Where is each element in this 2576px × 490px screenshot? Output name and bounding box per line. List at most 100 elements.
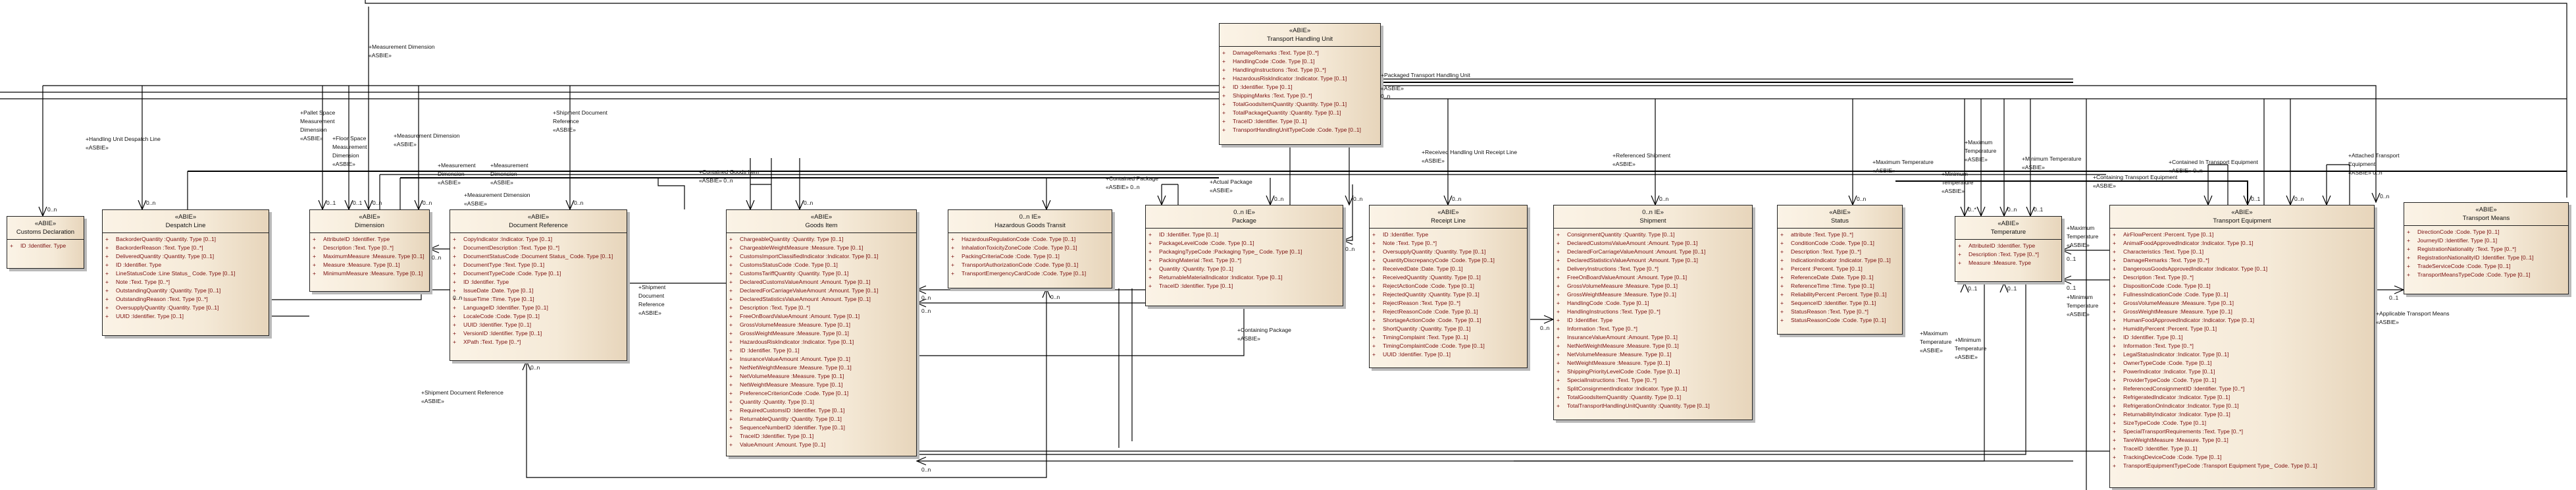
attribute-row: +DeclaredCustomsValueAmount :Amount. Typ… — [1557, 239, 1749, 248]
attribute-list: +CopyIndicator :Indicator. Type [0..1]+D… — [450, 233, 627, 352]
public-visibility-icon: + — [951, 244, 955, 251]
attribute-text: ID :Identifier. Type — [1567, 317, 1613, 323]
association-role-label: Reference — [553, 118, 579, 124]
public-visibility-icon: + — [1372, 325, 1376, 332]
association-line[interactable] — [657, 178, 685, 209]
public-visibility-icon: + — [2113, 437, 2117, 443]
attribute-row: +ShippingMarks :Text. Type [0..*] — [1222, 92, 1378, 100]
association-line[interactable] — [1895, 180, 2248, 205]
class-name: Customs Declaration — [16, 229, 75, 236]
multiplicity-label: 0..n — [1274, 196, 1284, 202]
class-stereotype: «ABIE» — [359, 213, 380, 221]
public-visibility-icon: + — [2113, 300, 2117, 306]
attribute-text: ShippingMarks :Text. Type [0..*] — [1233, 92, 1312, 99]
association-role-label: «ASBIE» — [1422, 157, 1445, 164]
public-visibility-icon: + — [105, 236, 109, 242]
association-line[interactable] — [1343, 184, 1353, 241]
attribute-text: ValueAmount :Amount. Type [0..1] — [740, 441, 826, 448]
public-visibility-icon: + — [1148, 274, 1152, 281]
attribute-text: ID :Identifier. Type — [116, 261, 162, 268]
attribute-row: +OutstandingQuantity :Quantity. Type [0.… — [105, 286, 266, 295]
association-line[interactable] — [365, 0, 2567, 198]
attribute-row: +ID :Identifier. Type [0..1] — [1222, 83, 1378, 92]
public-visibility-icon: + — [2113, 368, 2117, 375]
association-line[interactable] — [917, 283, 2026, 455]
attribute-row: +ProviderTypeCode :Code. Type [0..1] — [2113, 376, 2371, 385]
class-package[interactable]: 0..n IE»Package+ID :Identifier. Type [0.… — [1145, 205, 1343, 306]
attribute-text: NetWeightMeasure :Measure. Type [0..1] — [740, 381, 843, 388]
public-visibility-icon: + — [453, 253, 457, 259]
attribute-text: CopyIndicator :Indicator. Type [0..1] — [463, 236, 553, 242]
attribute-row: +OutstandingReason :Text. Type [0..*] — [105, 295, 266, 304]
attribute-row: +RegistrationNationality :Text. Type [0.… — [2407, 245, 2565, 254]
association-role-label: Measurement — [332, 144, 367, 150]
attribute-text: NetVolumeMeasure :Measure. Type [0..1] — [740, 373, 844, 379]
public-visibility-icon: + — [729, 244, 733, 251]
attribute-text: ProviderTypeCode :Code. Type [0..1] — [2123, 377, 2217, 383]
attribute-text: GrossVolumeMeasure :Measure. Type [0..1] — [740, 321, 850, 328]
class-transport-equipment[interactable]: «ABIE»Transport Equipment+AirFlowPercent… — [2109, 205, 2375, 488]
attribute-text: ID :Identifier. Type [0..1] — [740, 347, 800, 354]
public-visibility-icon: + — [1557, 257, 1560, 263]
public-visibility-icon: + — [1372, 317, 1376, 323]
attribute-text: DirectionCode :Code. Type [0..1] — [2417, 229, 2500, 235]
class-dimension[interactable]: «ABIE»Dimension+AttributeID :Identifier.… — [309, 209, 430, 292]
public-visibility-icon: + — [729, 304, 733, 311]
attribute-text: TransportEmergencyCardCode :Code. Type [… — [962, 270, 1087, 277]
attribute-text: ReturnableQuantity :Quantity. Type [0..1… — [740, 416, 842, 422]
class-goods-item[interactable]: «ABIE»Goods Item+ChargeableQuantity :Qua… — [726, 209, 917, 456]
class-despatch-line[interactable]: «ABIE»Despatch Line+BackorderQuantity :Q… — [102, 209, 269, 336]
public-visibility-icon: + — [453, 313, 457, 319]
attribute-row: +RejectedQuantity :Quantity. Type [0..1] — [1372, 290, 1524, 299]
class-shipment[interactable]: 0..n IE»Shipment+ConsignmentQuantity :Qu… — [1553, 205, 1753, 420]
public-visibility-icon: + — [105, 296, 109, 302]
multiplicity-label: 0..n — [2380, 193, 2390, 200]
class-status[interactable]: «ABIE»Status+attribute :Text. Type [0..*… — [1777, 205, 1903, 335]
attribute-row: +SplitConsignmentIndicator :Indicator. T… — [1557, 385, 1749, 393]
public-visibility-icon: + — [1372, 248, 1376, 255]
attribute-row: +TotalTransportHandlingUnitQuantity :Qua… — [1557, 402, 1749, 410]
public-visibility-icon: + — [1958, 259, 1962, 266]
attribute-text: ConsignmentQuantity :Quantity. Type [0..… — [1567, 231, 1675, 238]
association-role-label: +Floor Space — [332, 135, 367, 142]
attribute-row: +LocaleCode :Code. Type [0..1] — [453, 312, 624, 321]
attribute-text: MinimumMeasure :Measure. Type [0..1] — [323, 270, 423, 277]
public-visibility-icon: + — [1557, 308, 1560, 315]
attribute-text: OwnerTypeCode :Code. Type [0..1] — [2123, 360, 2212, 366]
class-receipt-line[interactable]: «ABIE»Receipt Line+ID :Identifier. Type+… — [1369, 205, 1528, 368]
class-transport-handling-unit[interactable]: «ABIE»Transport Handling Unit+DamageRema… — [1219, 23, 1381, 145]
attribute-list: +DamageRemarks :Text. Type [0..*]+Handli… — [1220, 47, 1380, 140]
attribute-text: AnimalFoodApprovedIndicator :Indicator. … — [2123, 240, 2254, 246]
association-role-label: +Contained Package — [1106, 175, 1159, 182]
attribute-row: +CopyIndicator :Indicator. Type [0..1] — [453, 235, 624, 244]
attribute-text: RefrigerationOnIndicator :Indicator. Typ… — [2123, 402, 2239, 409]
association-line[interactable] — [382, 290, 422, 300]
attribute-text: TradeServiceCode :Code. Type [0..1] — [2417, 263, 2511, 269]
association-line[interactable] — [526, 288, 1047, 478]
attribute-row: +BackorderReason :Text. Type [0..*] — [105, 244, 266, 252]
public-visibility-icon: + — [105, 304, 109, 311]
class-hazardous-goods-transit[interactable]: 0..n IE»Hazardous Goods Transit+Hazardou… — [948, 209, 1112, 288]
attribute-text: attribute :Text. Type [0..*] — [1791, 231, 1853, 238]
class-document-reference[interactable]: «ABIE»Document Reference+CopyIndicator :… — [450, 209, 627, 361]
attribute-row: +Description :Text. Type [0..*] — [313, 244, 426, 252]
association-role-label: «ASBIE» — [2067, 311, 2090, 317]
association-role-label: «ASBIE» — [369, 52, 392, 59]
attribute-row: +ReferenceTime :Time. Type [0..1] — [1780, 282, 1899, 290]
class-stereotype: «ABIE» — [34, 220, 57, 227]
class-transport-means[interactable]: «ABIE»Transport Means+DirectionCode :Cod… — [2404, 202, 2569, 294]
attribute-text: ChargeableWeightMeasure :Measure. Type [… — [740, 244, 863, 251]
public-visibility-icon: + — [1557, 265, 1560, 272]
association-line[interactable] — [917, 306, 1245, 356]
attribute-text: DeclaredForCarriageValueAmount :Amount. … — [1567, 248, 1706, 255]
class-header: «ABIE»Document Reference — [450, 210, 627, 233]
class-customs-declaration[interactable]: «ABIE»Customs Declaration+ID :Identifier… — [7, 216, 84, 269]
attribute-row: +DeclaredForCarriageValueAmount :Amount.… — [729, 286, 914, 295]
multiplicity-label: 0..1 — [2251, 196, 2261, 202]
association-role-label: +Applicable Transport Means — [2376, 310, 2450, 317]
public-visibility-icon: + — [729, 373, 733, 379]
class-stereotype: «ABIE» — [174, 213, 197, 221]
class-temperature[interactable]: «ABIE»Temperature+AttributeID :Identifie… — [1955, 216, 2062, 282]
association-line[interactable] — [43, 85, 2377, 202]
public-visibility-icon: + — [1222, 67, 1226, 73]
